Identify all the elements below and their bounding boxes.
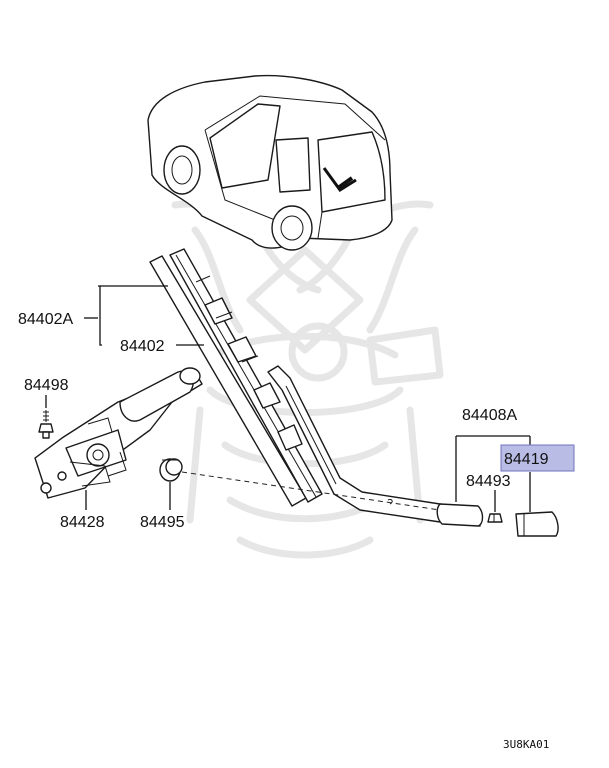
label-84419[interactable]: 84419 xyxy=(504,451,549,468)
diagram-code: 3U8KA01 xyxy=(503,738,549,751)
part-84419[interactable] xyxy=(515,511,559,537)
label-84495[interactable]: 84495 xyxy=(140,514,185,531)
highlight-box-84419 xyxy=(500,444,575,472)
label-84408A[interactable]: 84408A xyxy=(462,407,517,424)
leader-lines xyxy=(45,285,531,512)
label-84498[interactable]: 84498 xyxy=(24,377,69,394)
part-84402A[interactable] xyxy=(149,248,323,507)
part-84428[interactable] xyxy=(34,367,203,499)
label-84402[interactable]: 84402 xyxy=(120,338,165,355)
label-84493[interactable]: 84493 xyxy=(466,473,511,490)
alignment-dashed-line xyxy=(181,471,441,511)
label-84402A[interactable]: 84402A xyxy=(18,311,73,328)
label-84428[interactable]: 84428 xyxy=(60,514,105,531)
part-84498[interactable] xyxy=(38,410,54,439)
vehicle-illustration xyxy=(147,74,393,251)
part-84495[interactable] xyxy=(159,458,183,482)
part-84493[interactable] xyxy=(487,513,503,523)
